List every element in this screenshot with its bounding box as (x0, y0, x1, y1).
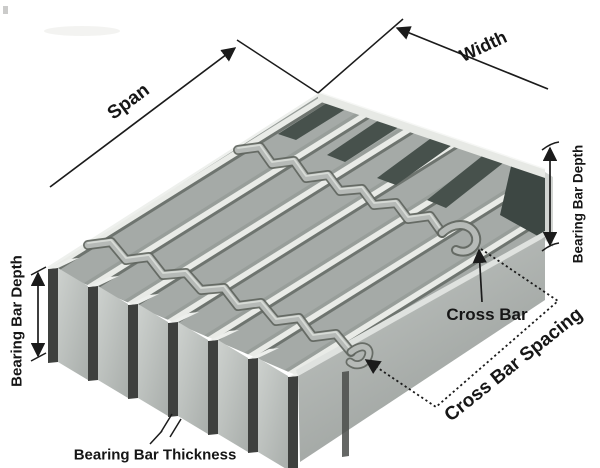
scan-mark (3, 6, 8, 14)
span-extension-line (236, 39, 319, 94)
bearing-bar-depth-left-label: Bearing Bar Depth (8, 255, 25, 387)
span-dimension-line (49, 47, 237, 188)
bearing-bar-thickness-label: Bearing Bar Thickness (74, 446, 237, 463)
bearing-bar-thickness-dimension (149, 413, 182, 445)
outer-bar-face (296, 231, 545, 462)
bearing-bar-depth-left-dimension (30, 266, 47, 362)
back-edge-gaps (278, 101, 545, 240)
width-extension-line (317, 18, 404, 94)
cross-bar-spacing-bracket (364, 248, 560, 409)
scan-smudge (44, 26, 120, 36)
bearing-bar-depth-right-label: Bearing Bar Depth (571, 145, 586, 264)
bearing-bar-depth-right-dimension (541, 141, 560, 252)
cross-bar-leader-line (472, 248, 487, 303)
cross-bar-label: Cross Bar (446, 305, 528, 324)
width-dimension-line (395, 26, 549, 90)
